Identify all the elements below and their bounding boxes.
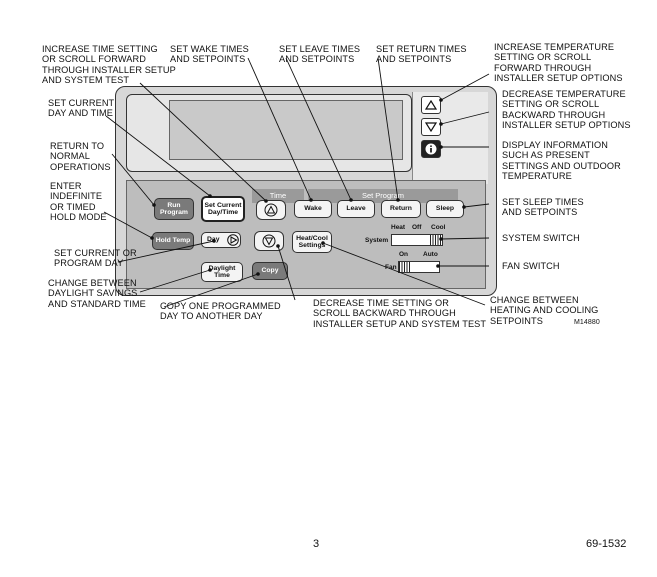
off-label: Off [412,224,422,231]
leave-button[interactable]: Leave [337,200,375,218]
callout-enter-hold: ENTER INDEFINITE OR TIMED HOLD MODE [50,181,107,223]
system-switch[interactable] [391,234,443,246]
doc-number: 69-1532 [586,538,627,550]
system-switch-knob[interactable] [430,235,441,245]
circle-up-icon [264,203,278,217]
callout-fan-switch: FAN SWITCH [502,261,560,271]
page-number: 3 [313,538,320,550]
set-current-daytime-button[interactable]: Set Current Day/Time [201,196,245,222]
return-button[interactable]: Return [381,200,421,218]
temp-up-button[interactable] [421,96,441,114]
callout-display-info: DISPLAY INFORMATION SUCH AS PRESENT SETT… [502,140,621,182]
hold-temp-button[interactable]: Hold Temp [152,232,194,250]
callout-decrease-temp: DECREASE TEMPERATURE SETTING OR SCROLL B… [502,89,631,131]
circle-right-icon [227,234,240,246]
heat-label: Heat [391,224,406,231]
temp-down-button[interactable] [421,118,441,136]
fan-label: Fan [385,264,397,271]
callout-return-normal: RETURN TO NORMAL OPERATIONS [50,141,111,172]
fan-switch[interactable] [398,261,440,273]
fan-switch-knob[interactable] [399,262,410,272]
callout-daylight-change: CHANGE BETWEEN DAYLIGHT SAVINGS AND STAN… [48,278,146,309]
callout-increase-temp: INCREASE TEMPERATURE SETTING OR SCROLL F… [494,42,623,84]
cool-label: Cool [431,224,446,231]
auto-label: Auto [423,251,438,258]
info-button[interactable] [421,140,441,158]
callout-increase-time: INCREASE TIME SETTING OR SCROLL FORWARD … [42,44,176,86]
info-icon [425,143,437,155]
triangle-down-icon [425,122,437,132]
on-label: On [399,251,409,258]
callout-set-current-day: SET CURRENT DAY AND TIME [48,98,115,119]
wake-button[interactable]: Wake [294,200,332,218]
system-label: System [365,237,389,244]
heat-cool-settings-button[interactable]: Heat/Cool Settings [292,231,332,253]
set-program-header: Set Program [308,189,458,203]
callout-set-wake: SET WAKE TIMES AND SETPOINTS [170,44,249,65]
callout-set-return: SET RETURN TIMES AND SETPOINTS [376,44,467,65]
circle-down-icon [262,234,276,248]
callout-set-program-day: SET CURRENT OR PROGRAM DAY [54,248,137,269]
sleep-button[interactable]: Sleep [426,200,464,218]
lcd-display [169,100,403,160]
callout-change-heat-cool: CHANGE BETWEEN HEATING AND COOLING SETPO… [490,295,599,326]
callout-set-leave: SET LEAVE TIMES AND SETPOINTS [279,44,361,65]
time-up-button[interactable] [256,200,286,220]
callout-decrease-time: DECREASE TIME SETTING OR SCROLL BACKWARD… [313,298,487,329]
callout-set-sleep: SET SLEEP TIMES AND SETPOINTS [502,197,584,218]
figure-id: M14880 [574,319,600,326]
daylight-time-button[interactable]: Daylight Time [201,262,243,282]
callout-copy-day: COPY ONE PROGRAMMED DAY TO ANOTHER DAY [160,301,281,322]
callout-system-switch: SYSTEM SWITCH [502,233,580,243]
triangle-up-icon [425,100,437,110]
run-program-button[interactable]: Run Program [154,198,194,220]
copy-button[interactable]: Copy [252,262,288,280]
